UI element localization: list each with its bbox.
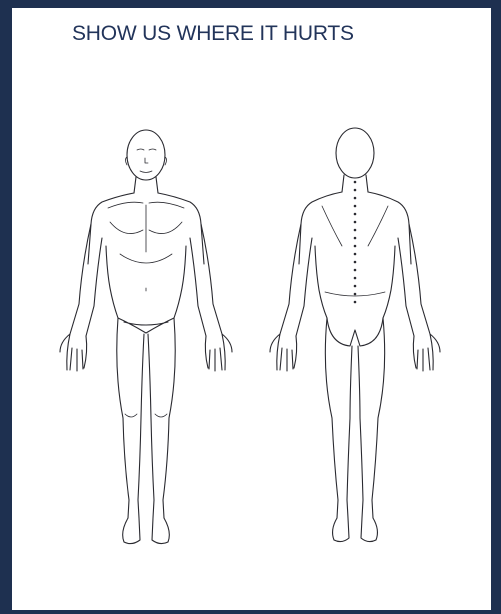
front-knees <box>125 414 167 417</box>
back-hand-right <box>413 334 440 371</box>
front-hand-right <box>205 334 232 371</box>
back-arm-right <box>398 224 430 336</box>
front-hand-left <box>60 334 87 371</box>
back-leg-left <box>325 318 352 518</box>
front-pelvis <box>118 318 174 333</box>
front-neck <box>134 177 158 193</box>
front-leg-left <box>117 318 144 518</box>
back-hand-left <box>270 334 297 371</box>
back-leg-right <box>358 318 385 518</box>
back-spine <box>354 181 357 304</box>
back-buttocks <box>327 318 383 346</box>
front-leg-right <box>148 318 175 518</box>
front-face <box>126 149 167 173</box>
back-figure[interactable] <box>270 128 440 542</box>
front-chest <box>108 202 184 291</box>
front-figure[interactable] <box>60 130 232 544</box>
front-feet <box>123 518 170 544</box>
front-arm-left <box>70 224 102 336</box>
back-head <box>336 128 374 178</box>
front-arm-right <box>190 224 222 336</box>
back-scapulae <box>322 206 388 296</box>
back-arm-left <box>280 224 312 336</box>
back-feet <box>333 518 378 542</box>
